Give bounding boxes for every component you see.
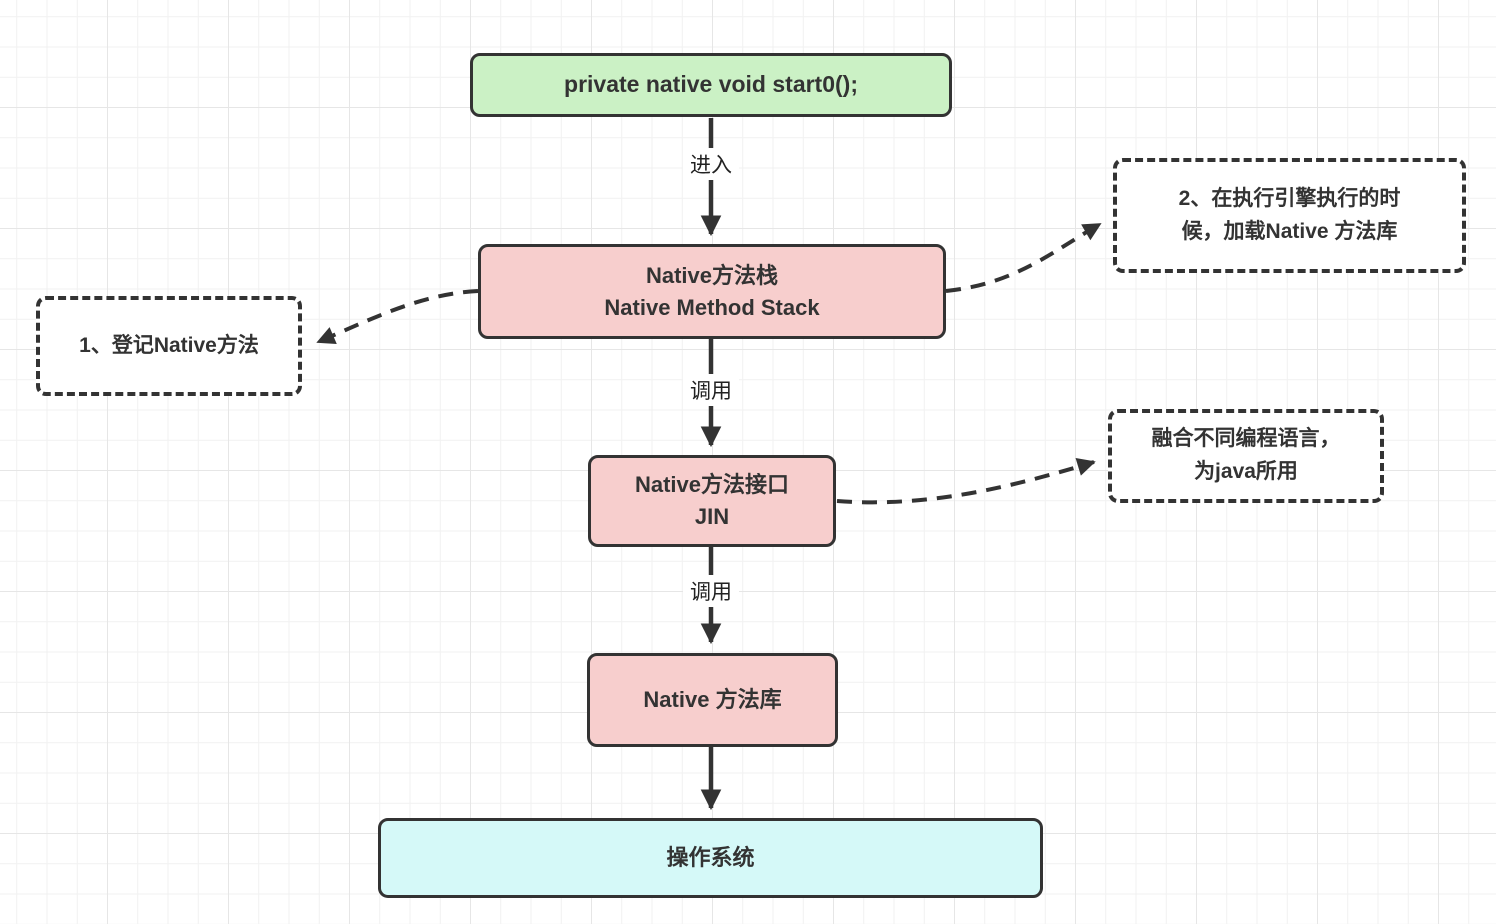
node-start0-label: private native void start0(); — [564, 71, 858, 98]
node-native-lib-label: Native 方法库 — [643, 687, 782, 713]
note-language-fusion-line2: 为java所用 — [1194, 460, 1298, 483]
node-os-label: 操作系统 — [666, 845, 755, 871]
edge-stack-to-note-load — [945, 222, 1102, 293]
node-start0: private native void start0(); — [470, 53, 952, 117]
node-native-method-stack-line2: Native Method Stack — [604, 294, 820, 320]
edge-label-call-1: 调用 — [683, 374, 739, 406]
node-jni: Native方法接口 JIN — [588, 455, 836, 547]
edge-label-call-2: 调用 — [683, 575, 739, 607]
node-native-method-stack-line1: Native方法栈 — [645, 262, 779, 288]
note-language-fusion-line1: 融合不同编程语言， — [1151, 427, 1341, 451]
note-register-native-label: 1、登记Native方法 — [79, 333, 259, 357]
edge-label-enter: 进入 — [683, 148, 739, 180]
node-os: 操作系统 — [378, 818, 1043, 898]
note-load-native-lib: 2、在执行引擎执行的时 候，加载Native 方法库 — [1113, 158, 1466, 273]
node-jni-line2: JIN — [694, 504, 730, 529]
note-language-fusion: 融合不同编程语言， 为java所用 — [1108, 409, 1384, 503]
note-load-native-lib-line1: 2、在执行引擎执行的时 — [1178, 186, 1401, 210]
node-native-method-stack: Native方法栈 Native Method Stack — [478, 244, 946, 339]
note-register-native: 1、登记Native方法 — [36, 296, 302, 396]
edge-jni-to-note-fusion — [836, 458, 1096, 505]
note-load-native-lib-line2: 候，加载Native 方法库 — [1181, 219, 1398, 243]
node-native-lib: Native 方法库 — [587, 653, 838, 747]
edge-stack-to-note-register — [316, 289, 479, 344]
node-jni-line1: Native方法接口 — [634, 472, 790, 498]
